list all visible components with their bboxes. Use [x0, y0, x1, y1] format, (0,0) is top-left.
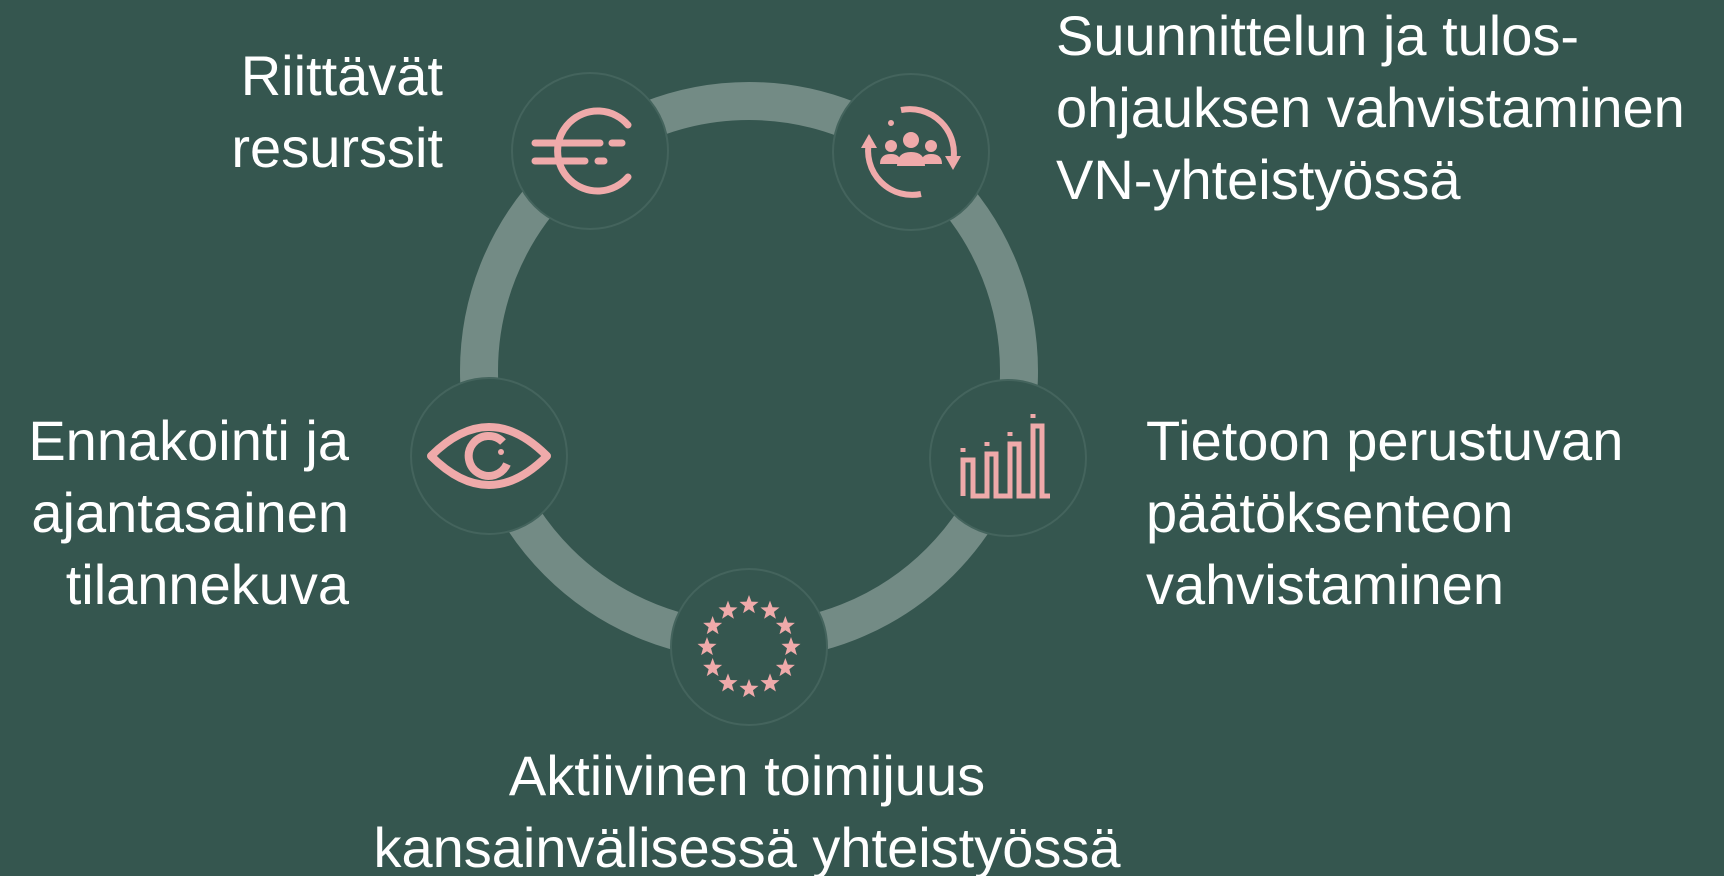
label-knowledge-line-2: päätöksenteon: [1146, 481, 1514, 544]
eu-star: [718, 673, 738, 692]
node-circle-foresight: [410, 377, 568, 535]
node-circle-resources: [511, 72, 669, 230]
label-resources: Riittävät resurssit: [231, 40, 443, 184]
eu-stars-icon: [697, 595, 801, 698]
eu-star: [760, 673, 780, 692]
label-resources-line-1: Riittävät: [240, 44, 443, 107]
label-planning-line-3: VN-yhteistyössä: [1056, 148, 1461, 211]
label-foresight-line-1: Ennakointi ja: [28, 409, 349, 472]
label-planning-line-2: ohjauksen vahvistaminen: [1056, 76, 1685, 139]
label-knowledge-line-1: Tietoon perustuvan: [1146, 409, 1624, 472]
bar-chart-icon: [960, 414, 1050, 499]
node-circle-international: [670, 568, 828, 726]
team-cycle-icon: [861, 106, 961, 198]
euro-icon: [531, 107, 632, 195]
eu-star: [775, 658, 795, 677]
label-foresight-line-2: ajantasainen: [31, 481, 349, 544]
label-knowledge: Tietoon perustuvan päätöksenteon vahvist…: [1146, 405, 1623, 621]
label-foresight: Ennakointi ja ajantasainen tilannekuva: [28, 405, 349, 621]
eu-star: [739, 679, 759, 698]
eu-star: [739, 595, 759, 614]
eu-star: [775, 616, 795, 635]
label-resources-line-2: resurssit: [231, 116, 443, 179]
label-international-line-1: Aktiivinen toimijuus: [508, 744, 986, 807]
label-foresight-line-3: tilannekuva: [65, 553, 349, 616]
eu-star: [781, 637, 801, 656]
label-international-line-2: kansainvälisessä yhteistyössä: [373, 816, 1121, 876]
label-planning-line-1: Suunnittelun ja tulos-: [1056, 4, 1580, 67]
label-planning: Suunnittelun ja tulos- ohjauksen vahvist…: [1056, 0, 1685, 216]
eu-star: [703, 658, 723, 677]
eu-star: [760, 600, 780, 619]
label-knowledge-line-3: vahvistaminen: [1146, 553, 1504, 616]
eu-star: [703, 616, 723, 635]
eu-star: [697, 637, 717, 656]
eye-icon: [427, 423, 551, 489]
label-international: Aktiivinen toimijuus kansainvälisessä yh…: [370, 740, 1124, 876]
eu-star: [718, 600, 738, 619]
